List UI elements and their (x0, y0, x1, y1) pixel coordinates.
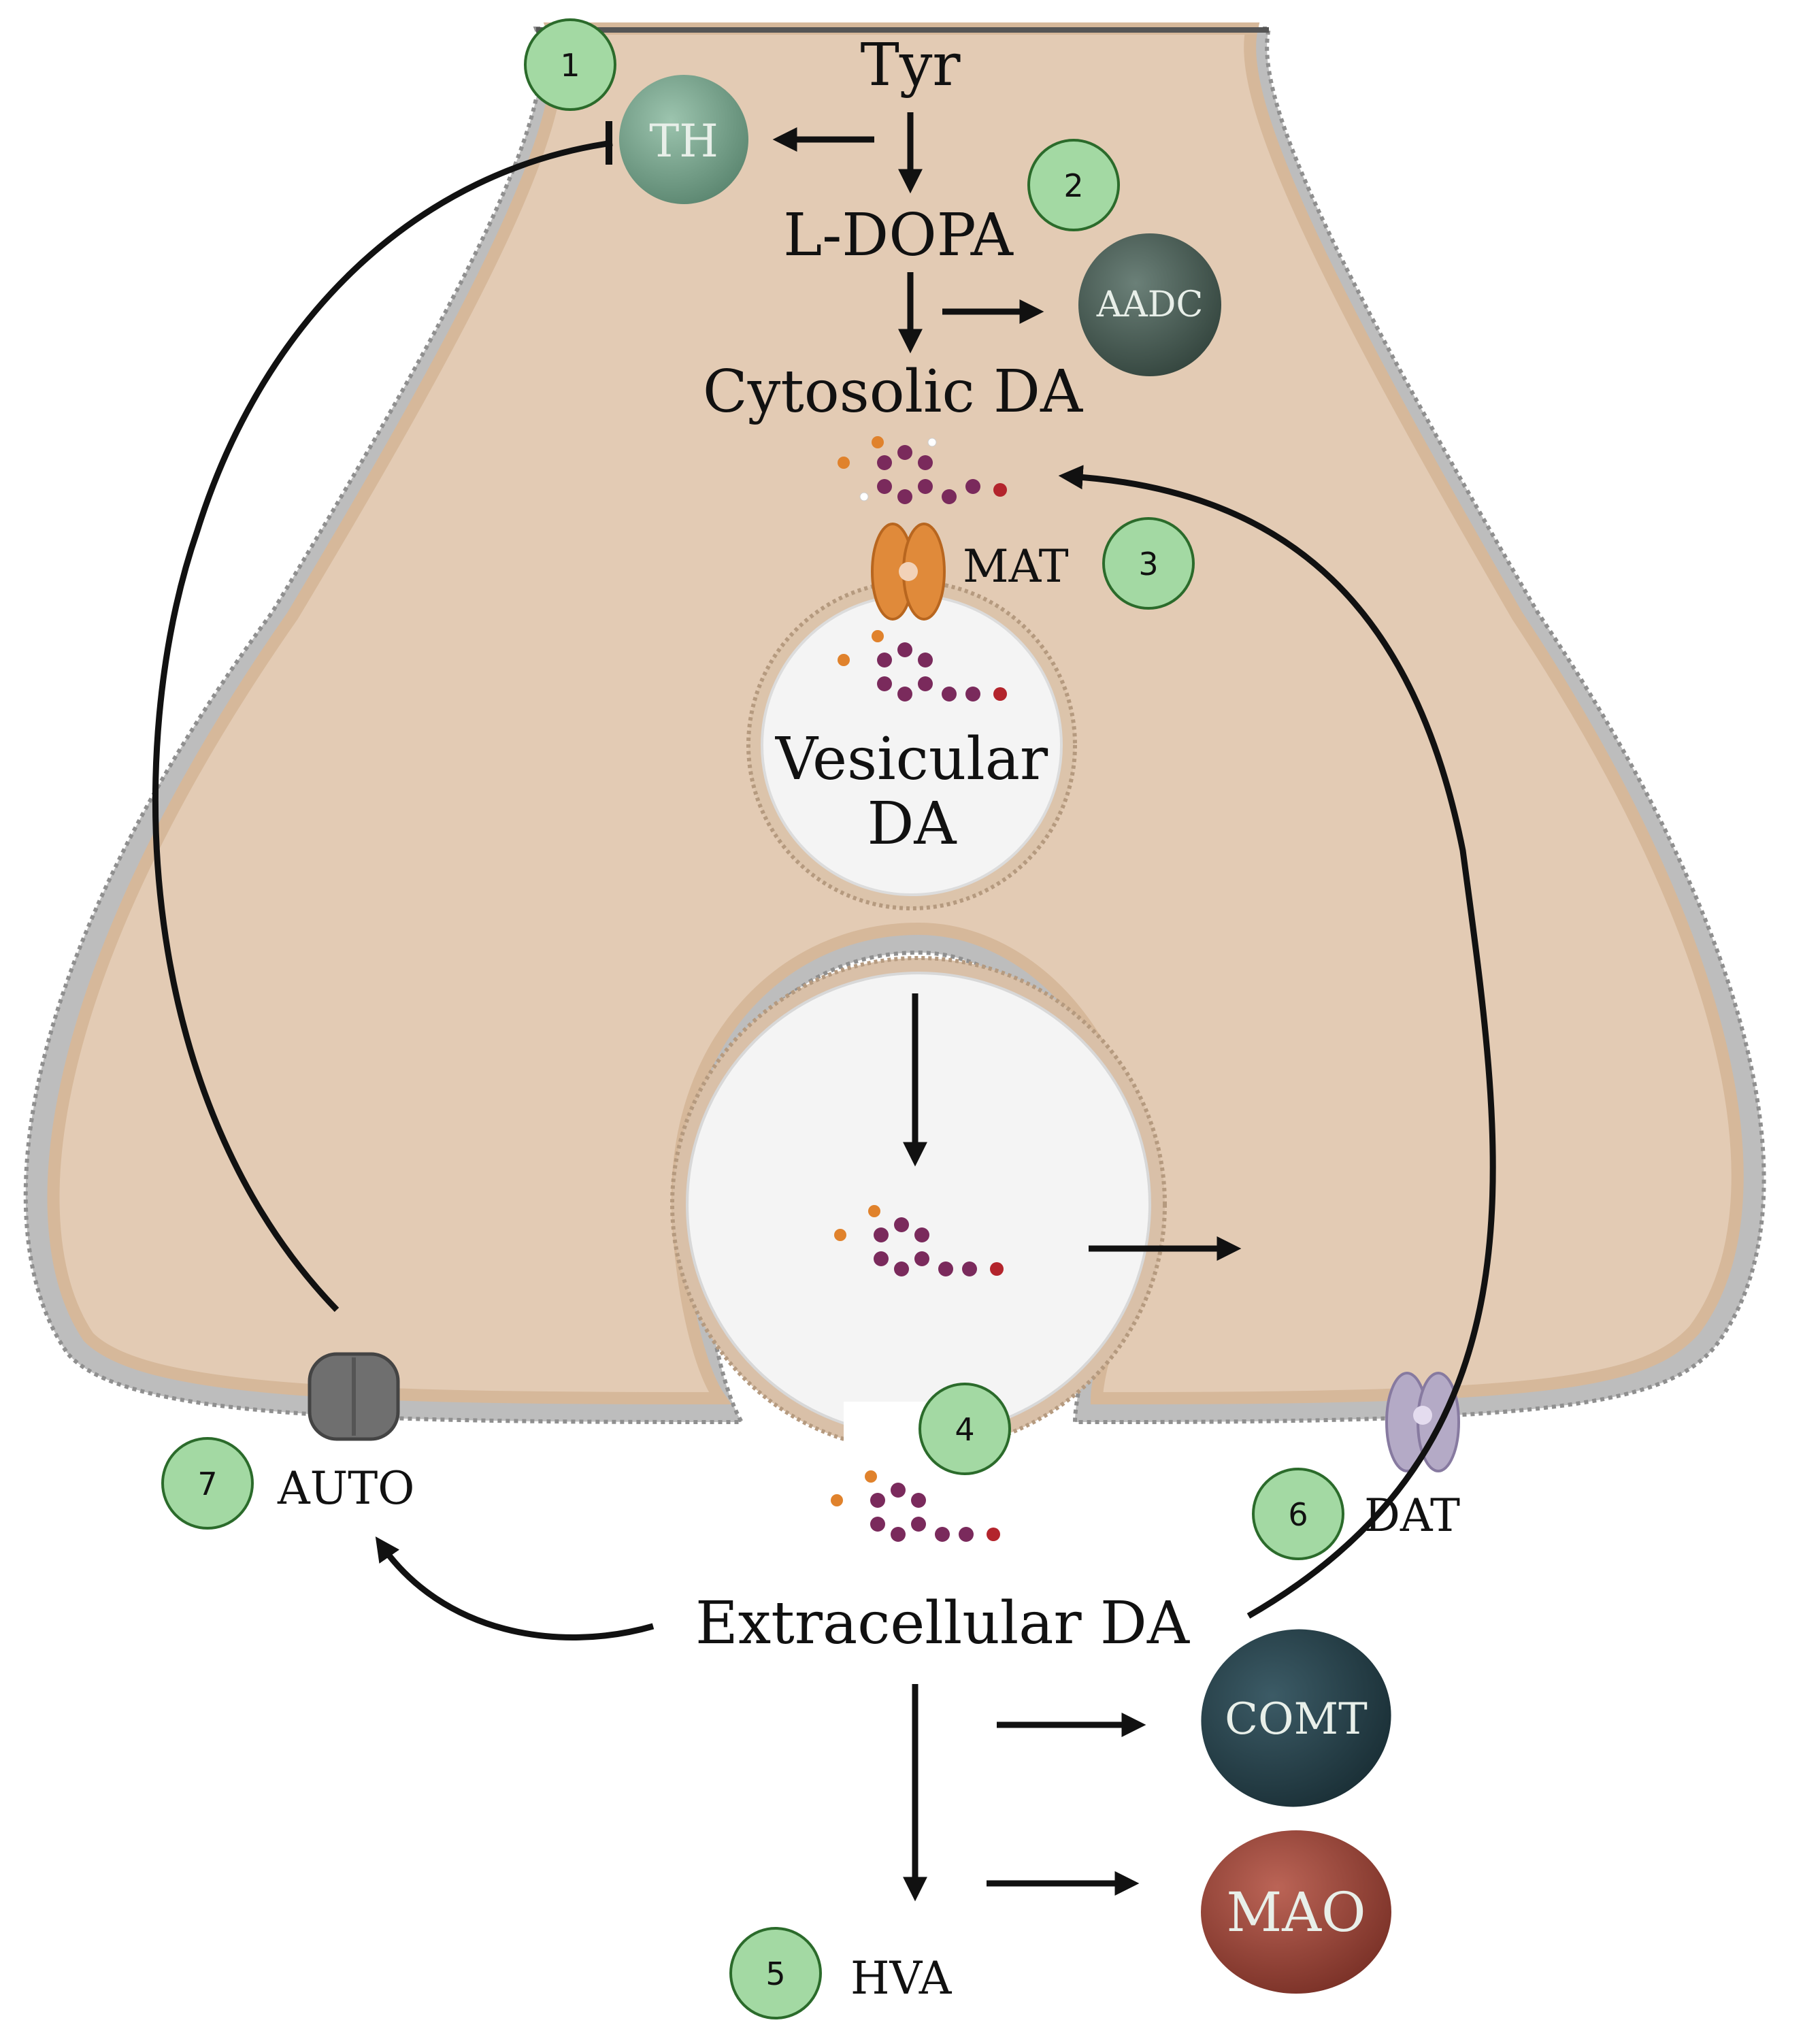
dopamine-molecule-released (834, 1205, 1004, 1276)
vesicular-da-label-line1: Vesicular (775, 725, 1048, 793)
arrow-extracellular-to-auto (375, 1536, 655, 1640)
tyr-label: Tyr (860, 31, 961, 99)
badge-1: 1 (524, 18, 616, 111)
svg-text:3: 3 (1138, 546, 1158, 582)
badge-4: 4 (919, 1383, 1011, 1475)
cytosolic-da-label: Cytosolic DA (703, 358, 1083, 426)
dopamine-molecule-cytosolic (838, 436, 1007, 504)
extracellular-da-label: Extracellular DA (695, 1589, 1190, 1657)
th-label: TH (649, 115, 718, 167)
step-badges: 1 2 3 4 5 6 7 (161, 18, 1344, 2019)
mao-enzyme: MAO (1201, 1830, 1391, 1994)
synaptic-vesicle: Vesicular DA (746, 580, 1077, 910)
autoreceptor-icon (308, 1352, 400, 1441)
svg-text:2: 2 (1063, 167, 1083, 204)
inhibition-auto-to-th (152, 139, 613, 1313)
badge-5: 5 (729, 1927, 822, 2019)
comt-label: COMT (1225, 1694, 1368, 1745)
aadc-enzyme: AADC (1078, 233, 1221, 376)
mat-label: MAT (963, 540, 1069, 593)
mao-label: MAO (1226, 1881, 1366, 1944)
dopamine-molecule-vesicular (838, 630, 1007, 702)
th-enzyme: TH (619, 75, 748, 204)
svg-text:7: 7 (197, 1466, 217, 1502)
svg-text:5: 5 (765, 1956, 785, 1992)
aadc-label: AADC (1096, 284, 1204, 325)
pathway-arrows (152, 112, 1496, 1902)
badge-2: 2 (1027, 139, 1120, 231)
auto-label: AUTO (277, 1462, 414, 1515)
badge-7: 7 (161, 1437, 254, 1530)
hva-label: HVA (850, 1952, 953, 2005)
badge-3: 3 (1102, 517, 1195, 610)
badge-6: 6 (1252, 1468, 1344, 1560)
ldopa-label: L-DOPA (783, 201, 1014, 269)
comt-enzyme: COMT (1201, 1629, 1391, 1807)
svg-text:1: 1 (560, 47, 580, 84)
svg-text:4: 4 (955, 1411, 974, 1448)
mat-transporter-icon (871, 523, 946, 621)
vesicular-da-label-line2: DA (867, 790, 957, 858)
dopamine-molecule-extracellular (831, 1470, 1000, 1542)
arrow-dat-reuptake (1058, 465, 1496, 1619)
svg-text:6: 6 (1288, 1496, 1308, 1533)
